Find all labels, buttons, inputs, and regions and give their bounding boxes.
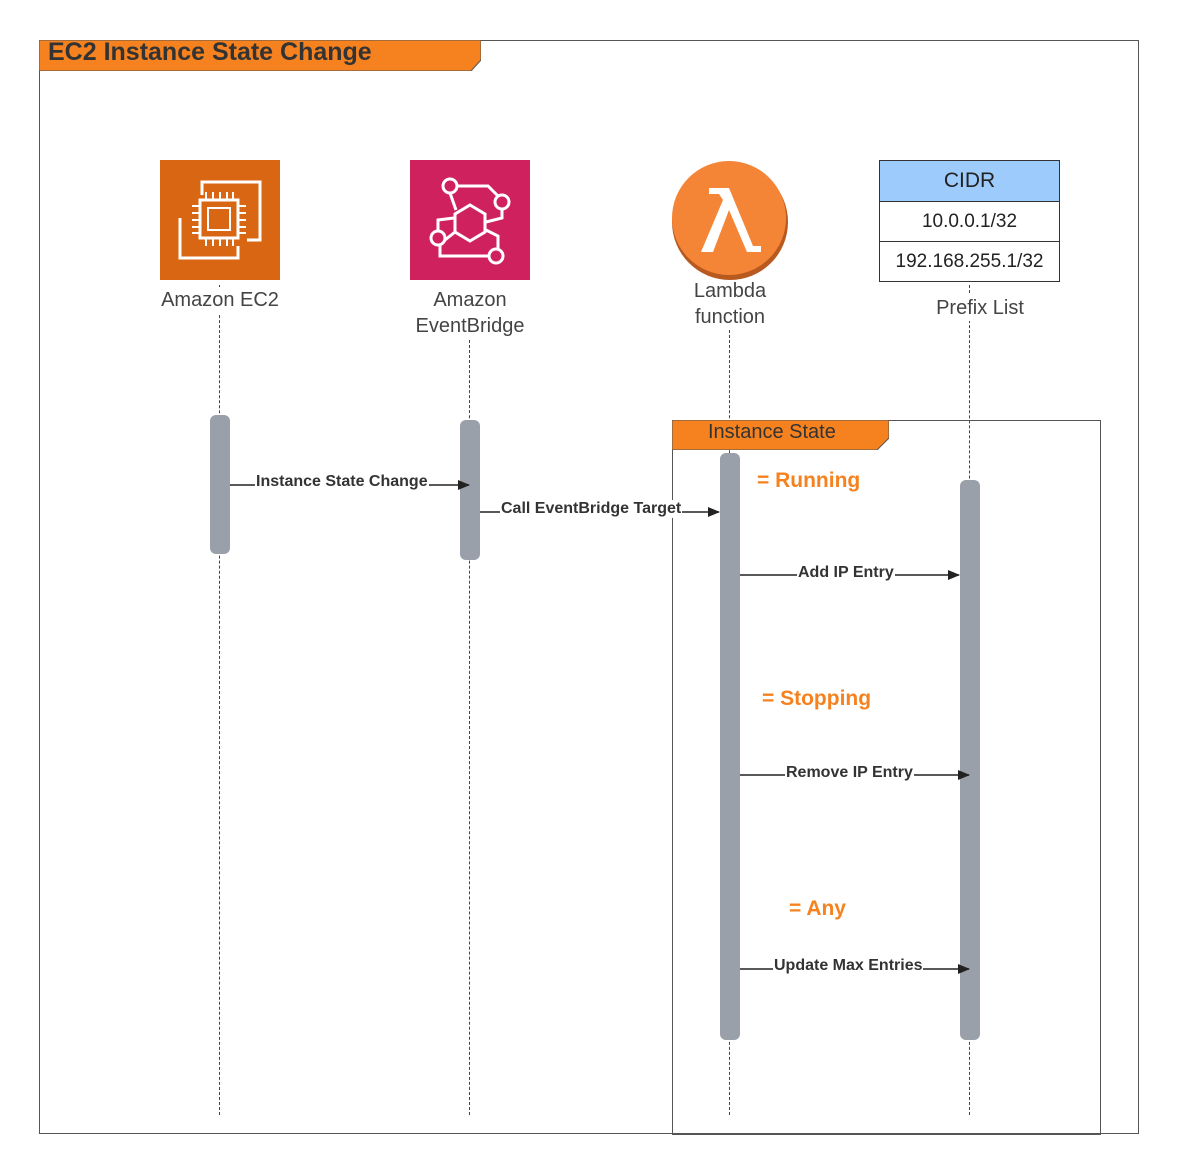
prefix-list-table: CIDR 10.0.0.1/32 192.168.255.1/32 (879, 160, 1060, 282)
message-label-instance-state-change: Instance State Change (255, 473, 429, 491)
cidr-row: 10.0.0.1/32 (921, 210, 1018, 232)
eventbridge-label-line2: EventBridge (370, 313, 570, 339)
group-tab (672, 420, 889, 450)
ec2-label: Amazon EC2 (120, 287, 320, 313)
activation-eventbridge (460, 420, 480, 560)
activation-prefix-list (960, 480, 980, 1040)
activation-ec2 (210, 415, 230, 554)
condition-stopping: = Stopping (762, 687, 872, 710)
activation-lambda (720, 453, 740, 1040)
condition-any: = Any (789, 897, 846, 920)
title-tab (39, 40, 481, 71)
message-label-update-max: Update Max Entries (773, 957, 924, 975)
cidr-row: 192.168.255.1/32 (880, 241, 1059, 281)
eventbridge-label-line1: Amazon (433, 289, 507, 311)
eventbridge-icon (410, 160, 530, 280)
prefix-list-label: Prefix List (880, 295, 1080, 321)
lambda-label-line1: Lambda (693, 280, 767, 302)
lifeline-ec2 (219, 285, 220, 1115)
diagram-title: EC2 Instance State Change (48, 38, 372, 66)
diagram-frame (39, 40, 1139, 1134)
cidr-header: CIDR (880, 161, 1059, 202)
lifeline-eventbridge (469, 340, 470, 1115)
group-title: Instance State (708, 421, 836, 443)
message-label-remove-ip: Remove IP Entry (785, 764, 914, 782)
condition-running: = Running (757, 469, 861, 492)
lambda-label-line2: function (630, 304, 830, 330)
lambda-icon (672, 161, 788, 280)
ec2-chip-icon (160, 160, 280, 280)
message-label-call-target: Call EventBridge Target (500, 500, 683, 518)
message-label-add-ip: Add IP Entry (797, 564, 895, 582)
